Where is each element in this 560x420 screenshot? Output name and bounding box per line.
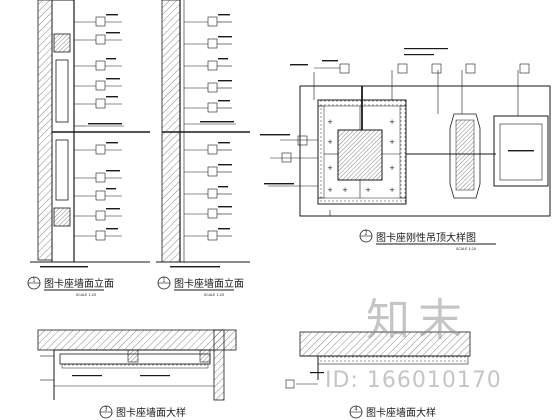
leader-text-mid: [200, 14, 234, 230]
view-number: 4: [354, 407, 357, 413]
elevation-left: 1 图卡座墙面立面 SCALE 1:20: [27, 0, 150, 297]
view-title: 图卡座墙面大样: [366, 406, 436, 419]
section-left: 3 图卡座墙面大样: [37, 329, 237, 419]
view-number: 1: [32, 278, 35, 284]
svg-text:+: +: [389, 164, 395, 172]
leader-group-plan: [268, 63, 530, 216]
svg-text:+: +: [327, 186, 333, 194]
seat-block-top: [53, 33, 71, 53]
view-number: 1: [162, 278, 165, 284]
svg-text:+: +: [365, 186, 371, 194]
svg-text:+: +: [327, 118, 333, 126]
section-right: 4 图卡座墙面大样: [285, 331, 471, 419]
svg-text:+: +: [327, 138, 333, 146]
note-line: [40, 266, 88, 268]
slab-hatch: [37, 329, 237, 351]
scale-label: SCALE 1:20: [204, 293, 224, 297]
leader-group-mid: [184, 16, 236, 241]
scale-label: SCALE 1:20: [456, 247, 476, 251]
leader-text-left: [88, 14, 122, 230]
ceiling-plan: ++++ +++ +++ 2 图卡座刚: [260, 48, 551, 251]
wall-hatch: [161, 0, 181, 263]
seat-block-bottom: [53, 207, 71, 227]
svg-text:+: +: [389, 186, 395, 194]
light-crosses: + + + + + + + + + +: [327, 118, 395, 194]
view-title: 图卡座墙面立面: [174, 277, 244, 290]
watermark-logo: 知末: [366, 295, 470, 346]
svg-text:+: +: [342, 186, 348, 194]
view-number: 3: [104, 407, 107, 413]
svg-text:+: +: [389, 138, 395, 146]
svg-text:+: +: [327, 164, 333, 172]
panel-upper: [55, 59, 69, 123]
panel-lower: [55, 139, 69, 201]
wall-hatch: [37, 0, 53, 261]
view-title: 图卡座刚性吊顶大样图: [376, 231, 476, 244]
room-outline: [299, 85, 551, 217]
leader-text-plan: [260, 48, 534, 185]
scale-label: SCALE 1:20: [76, 293, 96, 297]
elevation-middle: 1 图卡座墙面立面 SCALE 1:20: [156, 0, 250, 297]
view-number: 2: [364, 231, 367, 237]
view-title: 图卡座墙面立面: [44, 277, 114, 290]
slab-hatch: [299, 331, 471, 357]
view-title: 图卡座墙面大样: [116, 406, 186, 419]
watermark-id: ID: 166010170: [325, 368, 502, 393]
svg-text:+: +: [389, 118, 395, 126]
ceiling-feature-hatch: [337, 129, 383, 181]
fixture-box: [493, 115, 549, 187]
column-outline: [449, 113, 481, 199]
leader-group-left: [74, 16, 124, 241]
